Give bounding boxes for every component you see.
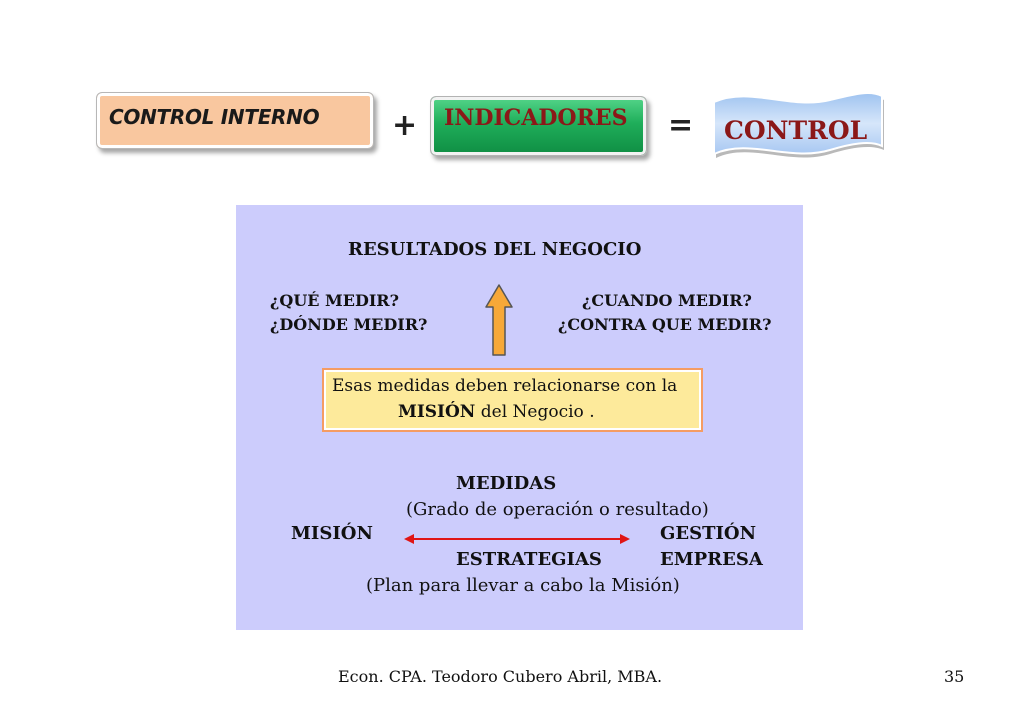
cuando-medir-text: ¿CUANDO MEDIR? [582,291,752,310]
mision-label: MISIÓN [291,523,373,544]
indicadores-box: INDICADORES [430,96,647,156]
page-number: 35 [944,667,965,686]
message-mision-word: MISIÓN [398,402,476,422]
que-medir-text: ¿QUÉ MEDIR? [270,291,399,310]
medidas-label: MEDIDAS [456,473,557,494]
medidas-description: (Grado de operación o resultado) [406,499,709,520]
plus-sign: + [392,108,418,143]
control-interno-box: CONTROL INTERNO [96,92,374,149]
equals-sign: = [668,108,694,143]
control-banner [713,92,884,158]
contra-que-medir-text: ¿CONTRA QUE MEDIR? [558,315,772,334]
donde-medir-text: ¿DÓNDE MEDIR? [270,315,428,334]
footer-author: Econ. CPA. Teodoro Cubero Abril, MBA. [338,667,663,686]
estrategias-label: ESTRATEGIAS [456,549,602,570]
empresa-label: EMPRESA [660,549,763,570]
control-label: CONTROL [724,116,868,145]
indicadores-label: INDICADORES [444,105,628,131]
mision-message-box: Esas medidas deben relacionarse con la M… [322,368,703,432]
message-rest: del Negocio . [475,402,595,422]
up-arrow-icon [485,284,513,356]
control-interno-label: CONTROL INTERNO [109,105,320,129]
message-line-2: MISIÓN del Negocio . [398,402,595,422]
panel-title: RESULTADOS DEL NEGOCIO [348,239,642,260]
gestion-label: GESTIÓN [660,523,757,544]
double-arrow-icon [404,534,630,544]
estrategias-description: (Plan para llevar a cabo la Misión) [366,575,680,596]
message-line-1: Esas medidas deben relacionarse con la [332,376,678,396]
